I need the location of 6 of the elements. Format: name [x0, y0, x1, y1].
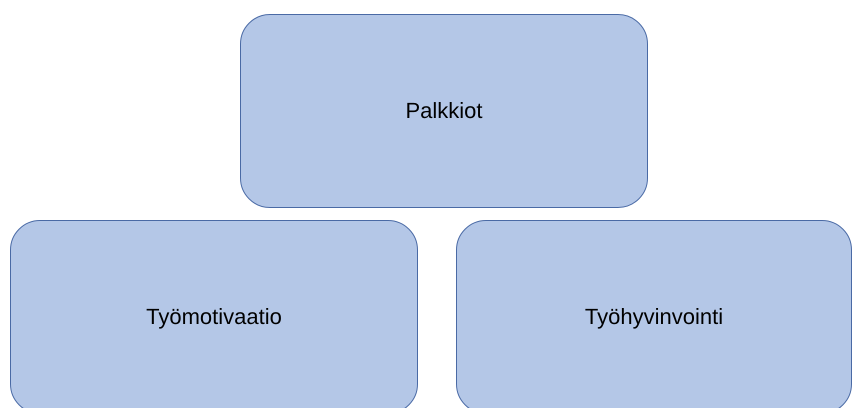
- box-label: Palkkiot: [405, 98, 483, 124]
- box-label: Työmotivaatio: [146, 304, 282, 330]
- rounded-box: [456, 220, 852, 408]
- rounded-box: [240, 14, 648, 208]
- box-label: Työhyvinvointi: [584, 304, 724, 330]
- rounded-box: [10, 220, 418, 408]
